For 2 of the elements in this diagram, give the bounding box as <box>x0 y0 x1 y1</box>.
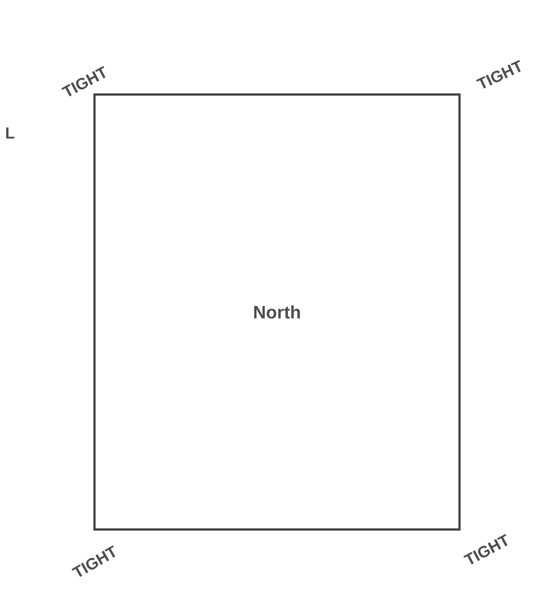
corner-label: L <box>6 128 14 138</box>
square-box: North <box>93 93 461 531</box>
